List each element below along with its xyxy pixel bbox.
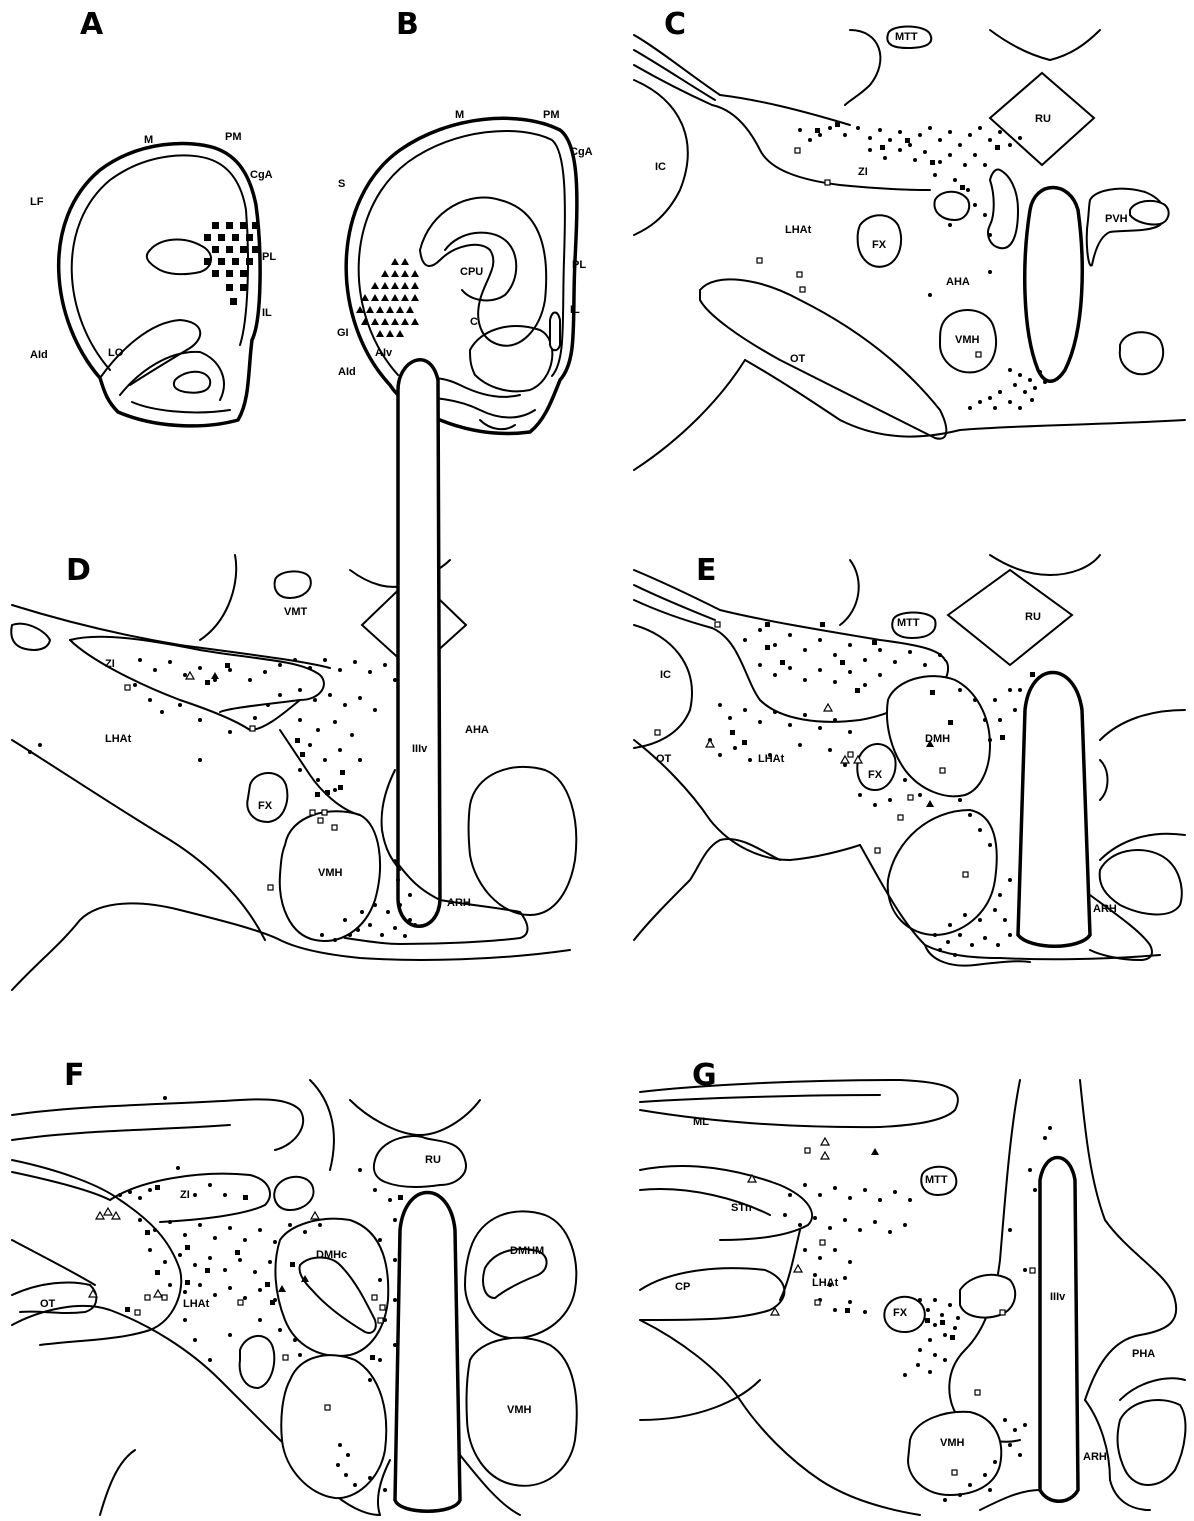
label-ru: RU (1035, 113, 1051, 125)
panel-letter-e: E (696, 553, 717, 588)
label-vmt: VMT (284, 606, 308, 618)
label-lo: LO (108, 347, 124, 359)
label-arh: ARH (447, 897, 471, 909)
label-mtt: MTT (895, 31, 918, 43)
panel-letter-a: A (80, 7, 104, 42)
label-ot: OT (790, 353, 806, 365)
label-fx: FX (868, 769, 883, 781)
label-ru: RU (425, 1154, 441, 1166)
label-lhat: LHAt (812, 1277, 839, 1289)
label-ot: OT (40, 1298, 56, 1310)
label-aha: AHA (946, 276, 970, 288)
label-aha: AHA (465, 724, 489, 736)
label-ic: IC (660, 669, 671, 681)
label-dmhm: DMHM (510, 1245, 544, 1257)
label-vmh: VMH (940, 1437, 965, 1449)
label-pl: PL (262, 251, 276, 263)
panel-letter-d: D (66, 553, 91, 588)
label-m: M (144, 134, 153, 146)
label-c: C (470, 316, 478, 328)
label-arh: ARH (1093, 903, 1117, 915)
panel-c: C MTT (634, 7, 1185, 470)
panel-f: F (12, 1058, 577, 1515)
label-cga: CgA (570, 146, 593, 158)
label-zi: ZI (180, 1189, 190, 1201)
label-fx: FX (893, 1307, 908, 1319)
label-pm: PM (225, 131, 242, 143)
label-s: S (338, 178, 345, 190)
label-mtt: MTT (925, 1174, 948, 1186)
label-ru: RU (1025, 611, 1041, 623)
label-pha: PHA (1132, 1348, 1155, 1360)
label-dmhc: DMHc (316, 1249, 347, 1261)
panel-letter-f: F (64, 1058, 85, 1093)
label-ot: OT (656, 753, 672, 765)
label-ic: IC (655, 161, 666, 173)
label-lhat: LHAt (105, 733, 132, 745)
label-aiv: AIv (375, 347, 393, 359)
panel-e: E (634, 553, 1185, 966)
label-mtt: MTT (897, 617, 920, 629)
label-zi: ZI (858, 166, 868, 178)
label-vmh: VMH (955, 334, 980, 346)
marker-open-triangles-d (186, 672, 194, 679)
panel-letter-b: B (396, 7, 419, 42)
label-pvh: PVH (1105, 213, 1128, 225)
panel-g: G (640, 1058, 1185, 1515)
panel-d: D (11, 360, 576, 990)
marker-filled-triangles-d (211, 672, 219, 679)
marker-filled-triangles-b (356, 258, 419, 337)
label-fx: FX (872, 239, 887, 251)
label-ml: ML (693, 1116, 709, 1128)
label-lhat: LHAt (758, 753, 785, 765)
label-lf: LF (30, 196, 44, 208)
label-gi: GI (337, 327, 349, 339)
label-dmh: DMH (925, 733, 950, 745)
label-iiiv: IIIv (412, 743, 428, 755)
label-fx: FX (258, 800, 273, 812)
label-aid: AId (30, 349, 48, 361)
label-il: IL (262, 307, 272, 319)
label-vmh: VMH (318, 867, 343, 879)
label-pm: PM (543, 109, 560, 121)
label-lhat: LHAt (785, 224, 812, 236)
label-zi: ZI (105, 658, 115, 670)
label-cp: CP (675, 1281, 690, 1293)
label-lhat: LHAt (183, 1298, 210, 1310)
panel-letter-c: C (664, 7, 686, 42)
label-m: M (455, 109, 464, 121)
label-il: IL (570, 304, 580, 316)
label-cpu: CPU (460, 266, 483, 278)
label-stn: STn (731, 1202, 752, 1214)
marker-filled-squares-c (815, 122, 1000, 190)
panel-a: A M PM CgA LF PL IL AId LO (30, 7, 276, 426)
label-cga: CgA (250, 169, 273, 181)
label-iiiv: IIIv (1050, 1291, 1066, 1303)
label-pl: PL (572, 259, 586, 271)
panel-b: B M PM CgA S CPU PL IL C GI AIv AId (337, 7, 593, 434)
label-vmh: VMH (507, 1404, 532, 1416)
label-arh: ARH (1083, 1451, 1107, 1463)
marker-filled-squares-a (204, 222, 259, 305)
label-aid: AId (338, 366, 356, 378)
